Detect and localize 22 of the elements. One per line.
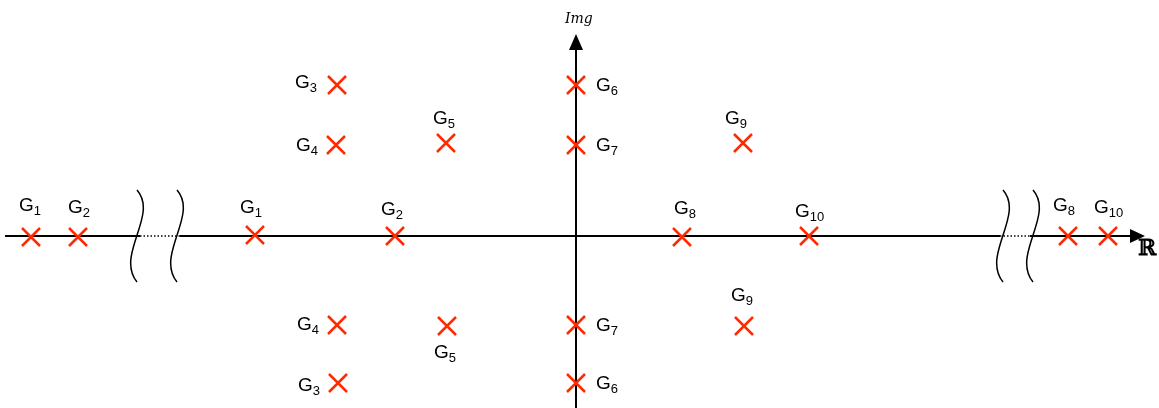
axis-label: Img: [565, 9, 593, 28]
axis-label: ℝ: [1138, 236, 1157, 258]
pole-label: G$_{6}$: [596, 372, 618, 394]
pole-label: G$_{10}$: [1094, 196, 1124, 218]
pole-label: G$_{6}$: [596, 74, 618, 96]
pole-label: G$_{8}$: [674, 197, 696, 219]
pole-label: G$_{2}$: [381, 198, 403, 220]
pole-label: G$_{4}$: [297, 313, 319, 335]
pole-label: G$_{3}$: [298, 374, 320, 396]
pole-label: G$_{1}$: [240, 196, 262, 218]
pole-label: G$_{7}$: [596, 134, 618, 156]
pole-label: G$_{7}$: [596, 314, 618, 336]
pole-label: G$_{5}$: [434, 341, 456, 363]
pole-label: G$_{3}$: [295, 71, 317, 93]
pole-label: G$_{8}$: [1053, 194, 1075, 216]
pole-label: G$_{4}$: [296, 134, 318, 156]
pole-label: G$_{10}$: [795, 200, 825, 222]
pole-label: G$_{1}$: [19, 194, 41, 216]
pole-label: G$_{9}$: [725, 107, 747, 129]
pole-label: G$_{5}$: [433, 107, 455, 129]
pole-label: G$_{2}$: [68, 196, 90, 218]
pole-label: G$_{9}$: [731, 284, 753, 306]
